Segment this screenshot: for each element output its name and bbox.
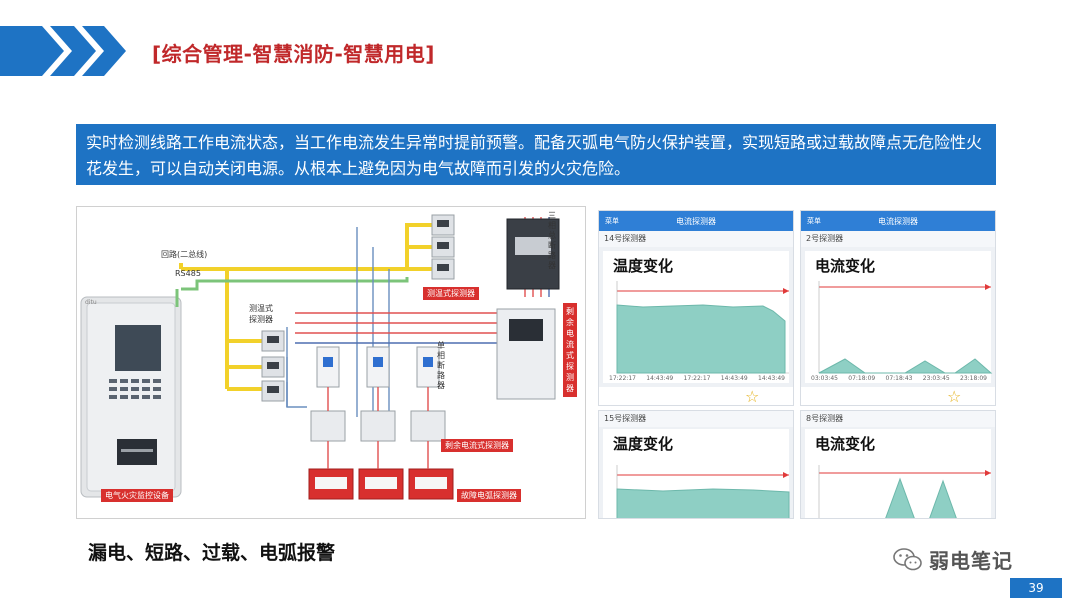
fault-arc-tag: 故障电弧探测器 — [457, 489, 521, 502]
residual-current-vertical-tag: 剩余电流式探测器 — [563, 303, 577, 397]
temperature-chart — [616, 465, 790, 518]
page-number: 39 — [1010, 578, 1062, 598]
card-metric-label: 温度变化 — [613, 257, 674, 275]
rs485-label: RS485 — [175, 269, 201, 278]
x-tick: 23:03:45 — [922, 375, 950, 382]
three-phase-breaker-label: 三相总断路器 — [548, 211, 556, 270]
detector-card-2: 菜单 电流探测器 2号探测器 电流变化 03:03:45 07:18:09 07… — [800, 210, 996, 406]
detector-card-8: 8号探测器 电流变化 — [800, 410, 996, 519]
card-footer: ☆ — [599, 387, 793, 406]
detector-card-15: 15号探测器 温度变化 — [598, 410, 794, 519]
card-subtitle: 14号探测器 — [599, 231, 793, 247]
wechat-icon — [893, 547, 922, 570]
detector-card-14: 菜单 电流探测器 14号探测器 温度变化 17:22:17 14:43:49 1… — [598, 210, 794, 406]
card-subtitle: 15号探测器 — [599, 411, 793, 427]
header-chevron-icon — [0, 26, 126, 76]
x-tick: 07:18:09 — [848, 375, 876, 382]
card-header: 菜单 电流探测器 — [801, 211, 995, 231]
card-chart-area: 电流变化 — [805, 429, 991, 518]
card-header: 菜单 电流探测器 — [599, 211, 793, 231]
card-menu[interactable]: 菜单 — [807, 217, 821, 225]
star-icon[interactable]: ☆ — [947, 387, 962, 406]
bus-two-wire-label: 回路(二总线) — [161, 250, 208, 259]
card-footer: ☆ — [801, 387, 995, 406]
card-chart-area: 电流变化 03:03:45 07:18:09 07:18:43 23:03:45… — [805, 251, 993, 383]
card-subtitle: 8号探测器 — [801, 411, 995, 427]
page-title: [综合管理-智慧消防-智慧用电] — [152, 42, 435, 66]
intro-text-box: 实时检测线路工作电流状态，当工作电流发生异常时提前预警。配备灭弧电气防火保护装置… — [76, 124, 996, 185]
card-metric-label: 电流变化 — [815, 435, 876, 453]
device-brand-label: ditu — [85, 299, 97, 306]
watermark-text: 弱电笔记 — [929, 549, 1013, 573]
x-tick: 03:03:45 — [811, 375, 838, 382]
card-subtitle: 2号探测器 — [801, 231, 995, 247]
x-tick: 07:18:43 — [885, 375, 913, 382]
x-tick: 23:18:09 — [960, 375, 987, 382]
temp-detector-tag: 测温式探测器 — [423, 287, 479, 300]
chart-x-ticks: 03:03:45 07:18:09 07:18:43 23:03:45 23:1… — [811, 375, 987, 382]
card-header-title: 电流探测器 — [676, 216, 716, 226]
x-tick: 17:22:17 — [609, 375, 636, 382]
alarm-types-label: 漏电、短路、过载、电弧报警 — [88, 542, 336, 564]
wiring-diagram: 回路(二总线) RS485 ditu 测温式探测器 三相总断路器 单相断路器 测… — [76, 206, 586, 519]
chart-x-ticks: 17:22:17 14:43:49 17:22:17 14:43:49 14:4… — [609, 375, 785, 382]
watermark: 弱电笔记 — [893, 545, 1013, 574]
card-metric-label: 温度变化 — [613, 435, 674, 453]
card-chart-area: 温度变化 — [603, 429, 790, 518]
x-tick: 17:22:17 — [683, 375, 711, 382]
x-tick: 14:43:49 — [720, 375, 748, 382]
monitor-device-tag: 电气火灾监控设备 — [101, 489, 173, 502]
x-tick: 14:43:49 — [646, 375, 674, 382]
card-chart-area: 温度变化 17:22:17 14:43:49 17:22:17 14:43:49… — [603, 251, 789, 383]
card-header-title: 电流探测器 — [878, 216, 918, 226]
temp-probe-label: 测温式探测器 — [249, 304, 273, 324]
current-chart — [818, 465, 991, 518]
star-icon[interactable]: ☆ — [745, 387, 760, 406]
x-tick: 14:43:49 — [758, 375, 785, 382]
card-menu[interactable]: 菜单 — [605, 217, 619, 225]
card-metric-label: 电流变化 — [815, 257, 876, 275]
residual-current-tag: 剩余电流式探测器 — [441, 439, 513, 452]
current-chart — [818, 281, 993, 374]
wiring-diagram-drawing — [80, 214, 560, 500]
single-phase-breaker-label: 单相断路器 — [437, 341, 445, 390]
temperature-chart — [616, 281, 789, 374]
